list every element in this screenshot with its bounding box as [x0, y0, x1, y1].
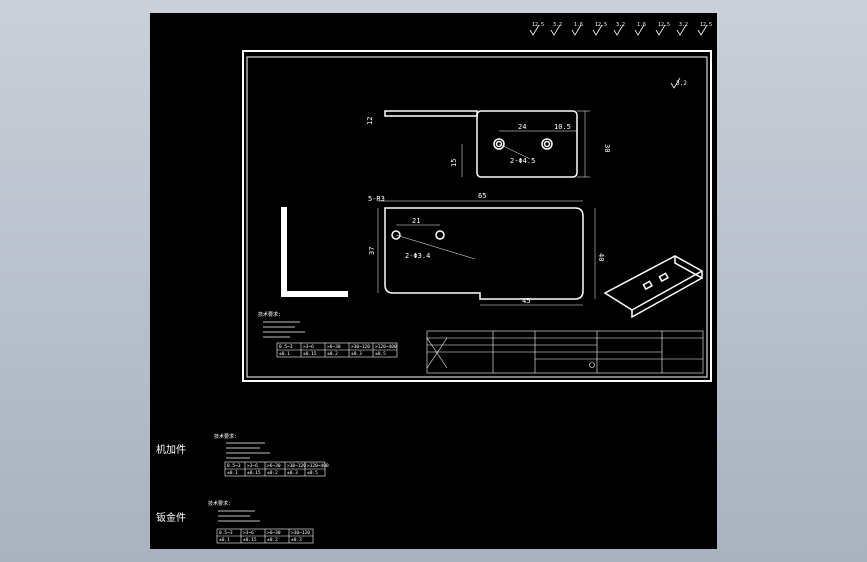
roughness-value: 3.2: [679, 22, 688, 28]
dim-flat-width: 65: [478, 192, 486, 200]
table-header-cell: >3~6: [243, 530, 254, 536]
roughness-value: 3.2: [553, 22, 562, 28]
main-tolerance-table: 0.5~3±0.1 >3~6±0.15 >6~30±0.2 >30~120±0.3 >1…: [276, 342, 398, 358]
roughness-symbol: 12.5: [592, 22, 607, 36]
roughness-value: 12.5: [595, 22, 607, 28]
table-value-cell: ±0.1: [279, 351, 290, 357]
table-header-cell: >3~6: [303, 344, 314, 350]
roughness-value: 3.2: [616, 22, 625, 28]
roughness-symbol: 3.2: [676, 22, 688, 36]
table-header-cell: >3~6: [247, 463, 258, 469]
dim-flat-chamfer: 5-R3: [368, 195, 385, 203]
dim-flat-holes: 2-Φ3.4: [405, 252, 430, 260]
table-value-cell: ±0.5: [375, 351, 386, 357]
lower-tech-req-title-1: 技术要求:: [214, 433, 237, 440]
flat-pattern-view: [384, 207, 584, 300]
table-header-cell: 0.5~3: [279, 344, 293, 350]
table-header-cell: >30~120: [291, 530, 310, 536]
roughness-symbol: 12.5: [697, 22, 712, 36]
roughness-symbol-row: 12.5 3.2 1.6 12.5 3.2 1.6 12.5 3.2 12.5: [529, 22, 712, 36]
flat-hole-right: [435, 230, 445, 240]
roughness-symbol: 12.5: [529, 22, 544, 36]
corner-roughness-symbol: 3.2: [670, 77, 687, 89]
flat-hole-left: [391, 230, 401, 240]
table-header-cell: >120~400: [307, 463, 329, 469]
section-view: [281, 207, 348, 297]
table-value-cell: ±0.3: [291, 537, 302, 543]
tech-req-title: 技术要求:: [258, 311, 281, 318]
top-hole-left: [493, 138, 505, 150]
side-label-sheetmetal: 钣金件: [156, 511, 186, 524]
top-view-dims: [461, 110, 590, 178]
dim-flat-pitch: 21: [412, 217, 420, 225]
tech-req-lines: [263, 321, 305, 338]
lower-tech-req-title-2: 技术要求:: [208, 500, 231, 507]
roughness-symbol: 3.2: [550, 22, 562, 36]
title-block: [426, 330, 704, 374]
dim-top-edge: 10.5: [554, 123, 571, 131]
top-view-plate: [476, 110, 578, 178]
table-header-cell: >6~30: [267, 463, 281, 469]
roughness-value: 12.5: [700, 22, 712, 28]
dim-top-height: 30: [603, 144, 611, 152]
roughness-value: 1.6: [637, 22, 646, 28]
roughness-value: 12.5: [532, 22, 544, 28]
table-header-cell: 0.5~3: [219, 530, 233, 536]
roughness-symbol: 1.6: [571, 22, 583, 36]
table-header-cell: >6~30: [267, 530, 281, 536]
roughness-value: 1.6: [574, 22, 583, 28]
table-value-cell: ±0.2: [267, 537, 278, 543]
table-value-cell: ±0.15: [247, 470, 261, 476]
table-header-cell: >6~30: [327, 344, 341, 350]
lower-tech-req-lines-1: [226, 442, 270, 459]
table-header-cell: 0.5~3: [227, 463, 241, 469]
roughness-symbol: 3.2: [613, 22, 625, 36]
lower-tolerance-table-1: 0.5~3±0.1 >3~6±0.15 >6~30±0.2 >30~120±0.3 >1…: [224, 461, 329, 477]
dim-top-pitch: 24: [518, 123, 526, 131]
dim-top-thickness: 12: [366, 117, 374, 125]
cad-drawing: 12.5 3.2 1.6 12.5 3.2 1.6 12.5 3.2 12.5 3.2 12 2…: [156, 22, 712, 544]
lower-tolerance-table-2: 0.5~3±0.1 >3~6±0.15 >6~30±0.2 >30~120±0.3: [216, 528, 314, 544]
table-value-cell: ±0.1: [219, 537, 230, 543]
inner-frame: [246, 56, 708, 378]
outer-frame: [242, 50, 712, 382]
dim-top-vertical: 15: [450, 159, 458, 167]
table-value-cell: ±0.1: [227, 470, 238, 476]
svg-text:3.2: 3.2: [676, 80, 687, 87]
top-view-bend-flange: [384, 110, 478, 117]
side-label-machined: 机加件: [156, 443, 186, 456]
table-header-cell: >120~400: [375, 344, 397, 350]
table-value-cell: ±0.2: [327, 351, 338, 357]
roughness-symbol: 1.6: [634, 22, 646, 36]
dim-top-holes: 2-Φ4.5: [510, 157, 535, 165]
flat-view-dims: [377, 200, 596, 306]
table-value-cell: ±0.3: [287, 470, 298, 476]
top-hole-right: [541, 138, 553, 150]
table-value-cell: ±0.2: [267, 470, 278, 476]
drawing-canvas[interactable]: 12.5 3.2 1.6 12.5 3.2 1.6 12.5 3.2 12.5 3.2 12 2…: [150, 13, 717, 549]
top-view: [384, 110, 578, 178]
table-value-cell: ±0.15: [243, 537, 257, 543]
dim-flat-bottom: 45: [522, 297, 530, 305]
table-value-cell: ±0.15: [303, 351, 317, 357]
roughness-value: 12.5: [658, 22, 670, 28]
roughness-symbol: 12.5: [655, 22, 670, 36]
dim-flat-right-height: 40: [597, 253, 605, 261]
lower-tech-req-lines-2: [218, 510, 260, 522]
table-value-cell: ±0.5: [307, 470, 318, 476]
table-header-cell: >30~120: [351, 344, 370, 350]
dim-flat-left-height: 37: [368, 247, 376, 255]
table-header-cell: >30~120: [287, 463, 306, 469]
isometric-view: [603, 255, 704, 319]
table-value-cell: ±0.3: [351, 351, 362, 357]
